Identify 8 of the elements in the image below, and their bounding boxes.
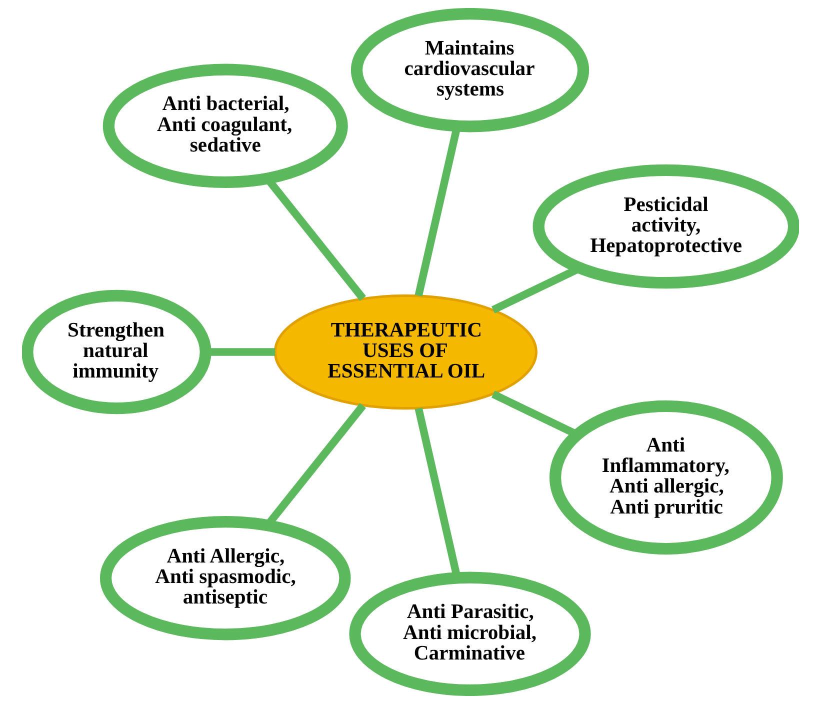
node-ellipse: Strengthen natural immunity xyxy=(22,290,211,414)
node-ellipse: Anti bacterial, Anti coagulant, sedative xyxy=(102,64,348,188)
node-ellipse: Anti Allergic, Anti spasmodic, antiseptic xyxy=(99,516,350,640)
node-ellipse: Pesticidal activity, Hepatoprotective xyxy=(532,164,798,289)
node-ellipse: Anti Inflammatory, Anti allergic, Anti pruritic xyxy=(548,400,782,555)
node-ellipse: Anti Parasitic, Anti microbial, Carminative xyxy=(348,572,590,696)
node-ellipse: THERAPEUTIC USES OF ESSENTIAL OIL xyxy=(273,294,537,410)
node-ellipse: Maintains cardiovascular systems xyxy=(350,8,589,132)
